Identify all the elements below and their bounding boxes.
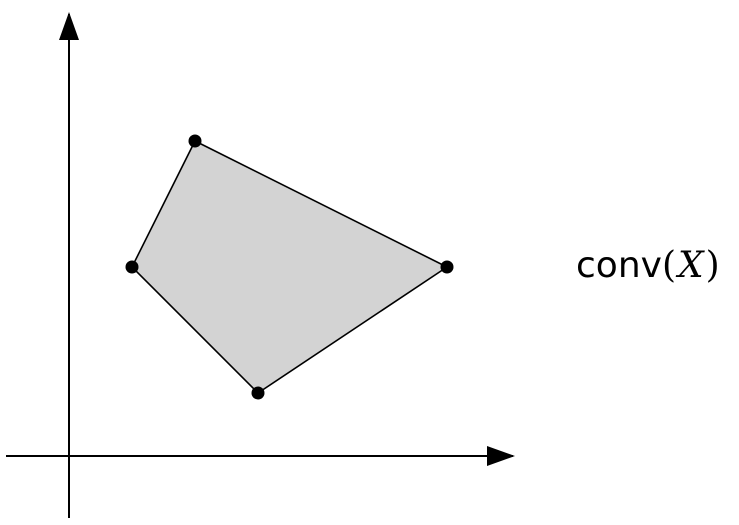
label-function: conv <box>576 245 662 286</box>
convex-hull-polygon <box>131 139 449 395</box>
points-layer <box>125 134 454 400</box>
conv-x-label: conv(X) <box>576 242 720 289</box>
point-top <box>188 134 202 148</box>
point-right <box>440 260 454 274</box>
label-close-paren: ) <box>705 245 720 286</box>
label-variable: X <box>678 245 704 286</box>
point-bottom <box>251 386 265 400</box>
point-left <box>125 260 139 274</box>
label-open-paren: ( <box>661 245 676 286</box>
